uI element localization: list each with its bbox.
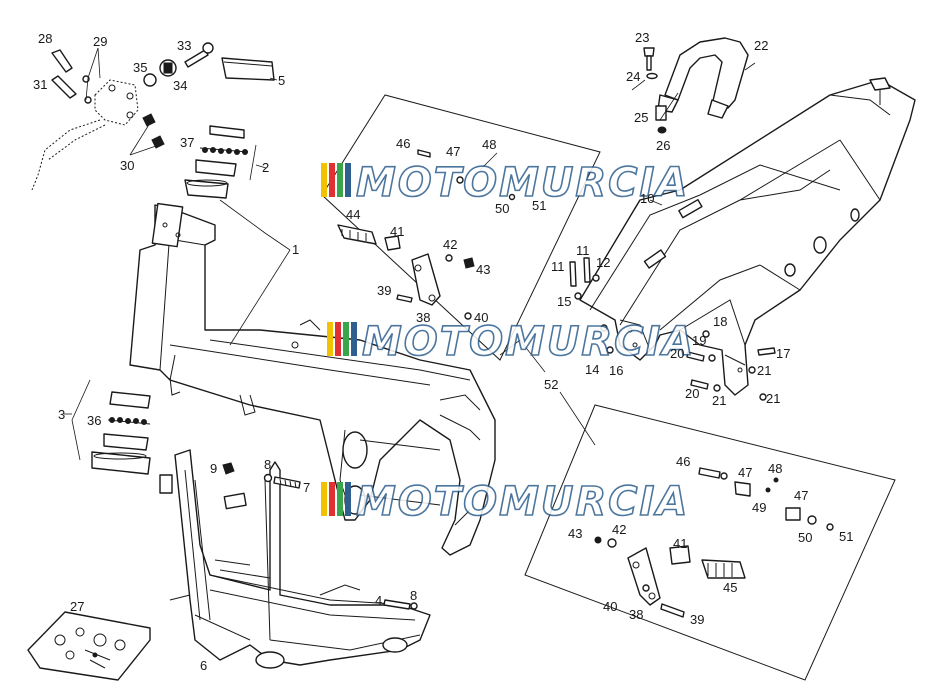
watermark-text: MOTOMURCIA [356,160,689,206]
callout-22: 22 [754,38,768,53]
steering-bearing-upper [184,125,249,199]
callout-21: 21 [712,393,726,408]
callout-28: 28 [38,31,52,46]
subframe-fasteners [569,47,776,401]
footrest-kit-upper [321,94,601,361]
callout-15: 15 [557,294,571,309]
callout-42: 42 [612,522,626,537]
callout-6: 6 [200,658,207,673]
steering-bearing-lower [91,391,151,475]
watermark-middle: MOTOMURCIA [327,318,695,366]
watermark-top: MOTOMURCIA [321,159,689,207]
callout-52: 52 [544,377,558,392]
callout-17: 17 [776,346,790,361]
callout-39: 39 [690,612,704,627]
callout-8: 8 [410,588,417,603]
callout-39: 39 [377,283,391,298]
steering-parts [31,42,275,191]
callout-8: 8 [264,457,271,472]
callout-48: 48 [768,461,782,476]
callout-44: 44 [346,207,360,222]
callout-33: 33 [177,38,191,53]
callout-10: 10 [640,191,654,206]
callout-36: 36 [87,413,101,428]
callout-47: 47 [446,144,460,159]
hardware-bag [27,611,151,681]
callout-34: 34 [173,78,187,93]
watermark-text: MOTOMURCIA [356,479,689,525]
callout-1: 1 [292,242,299,257]
callout-21: 21 [757,363,771,378]
callout-47: 47 [738,465,752,480]
callout-50: 50 [798,530,812,545]
rear-subframe [579,77,916,396]
callouts: 1 2 3 4 5 6 7 8 8 9 10 11 11 12 14 15 16… [33,30,853,673]
callout-16: 16 [609,363,623,378]
watermark: MOTOMURCIA MOTOMURCIA MOTOMURCIA [321,159,695,526]
callout-31: 31 [33,77,47,92]
callout-21: 21 [766,391,780,406]
callout-5: 5 [278,73,285,88]
callout-24: 24 [626,69,640,84]
callout-40: 40 [474,310,488,325]
callout-38: 38 [416,310,430,325]
callout-20: 20 [670,346,684,361]
callout-51: 51 [839,529,853,544]
main-frame [129,202,496,556]
callout-42: 42 [443,237,457,252]
callout-41: 41 [673,536,687,551]
callout-27: 27 [70,599,84,614]
callout-41: 41 [390,224,404,239]
watermark-text: MOTOMURCIA [362,319,695,365]
callout-9: 9 [210,461,217,476]
callout-11: 11 [551,259,565,274]
callout-7: 7 [303,480,310,495]
callout-4: 4 [375,593,382,608]
callout-50: 50 [495,201,509,216]
callout-25: 25 [634,110,648,125]
callout-40: 40 [603,599,617,614]
callout-3: 3 [58,407,65,422]
leader-lines [64,47,756,461]
callout-11: 11 [576,243,590,258]
callout-48: 48 [482,137,496,152]
lower-cradle [159,449,431,669]
callout-37: 37 [180,135,194,150]
cradle-fasteners [222,462,418,610]
watermark-bottom: MOTOMURCIA [321,478,689,526]
callout-12: 12 [596,255,610,270]
grab-handle [657,37,749,119]
callout-49: 49 [752,500,766,515]
callout-19: 19 [692,333,706,348]
callout-38: 38 [629,607,643,622]
callout-18: 18 [713,314,727,329]
callout-30: 30 [120,158,134,173]
footrest-kit-lower [524,404,896,681]
callout-14: 14 [585,362,599,377]
callout-43: 43 [476,262,490,277]
callout-43: 43 [568,526,582,541]
callout-35: 35 [133,60,147,75]
callout-47: 47 [794,488,808,503]
callout-46: 46 [396,136,410,151]
callout-29: 29 [93,34,107,49]
callout-23: 23 [635,30,649,45]
callout-20: 20 [685,386,699,401]
callout-51: 51 [532,198,546,213]
callout-26: 26 [656,138,670,153]
callout-2: 2 [262,160,269,175]
callout-46: 46 [676,454,690,469]
callout-45: 45 [723,580,737,595]
